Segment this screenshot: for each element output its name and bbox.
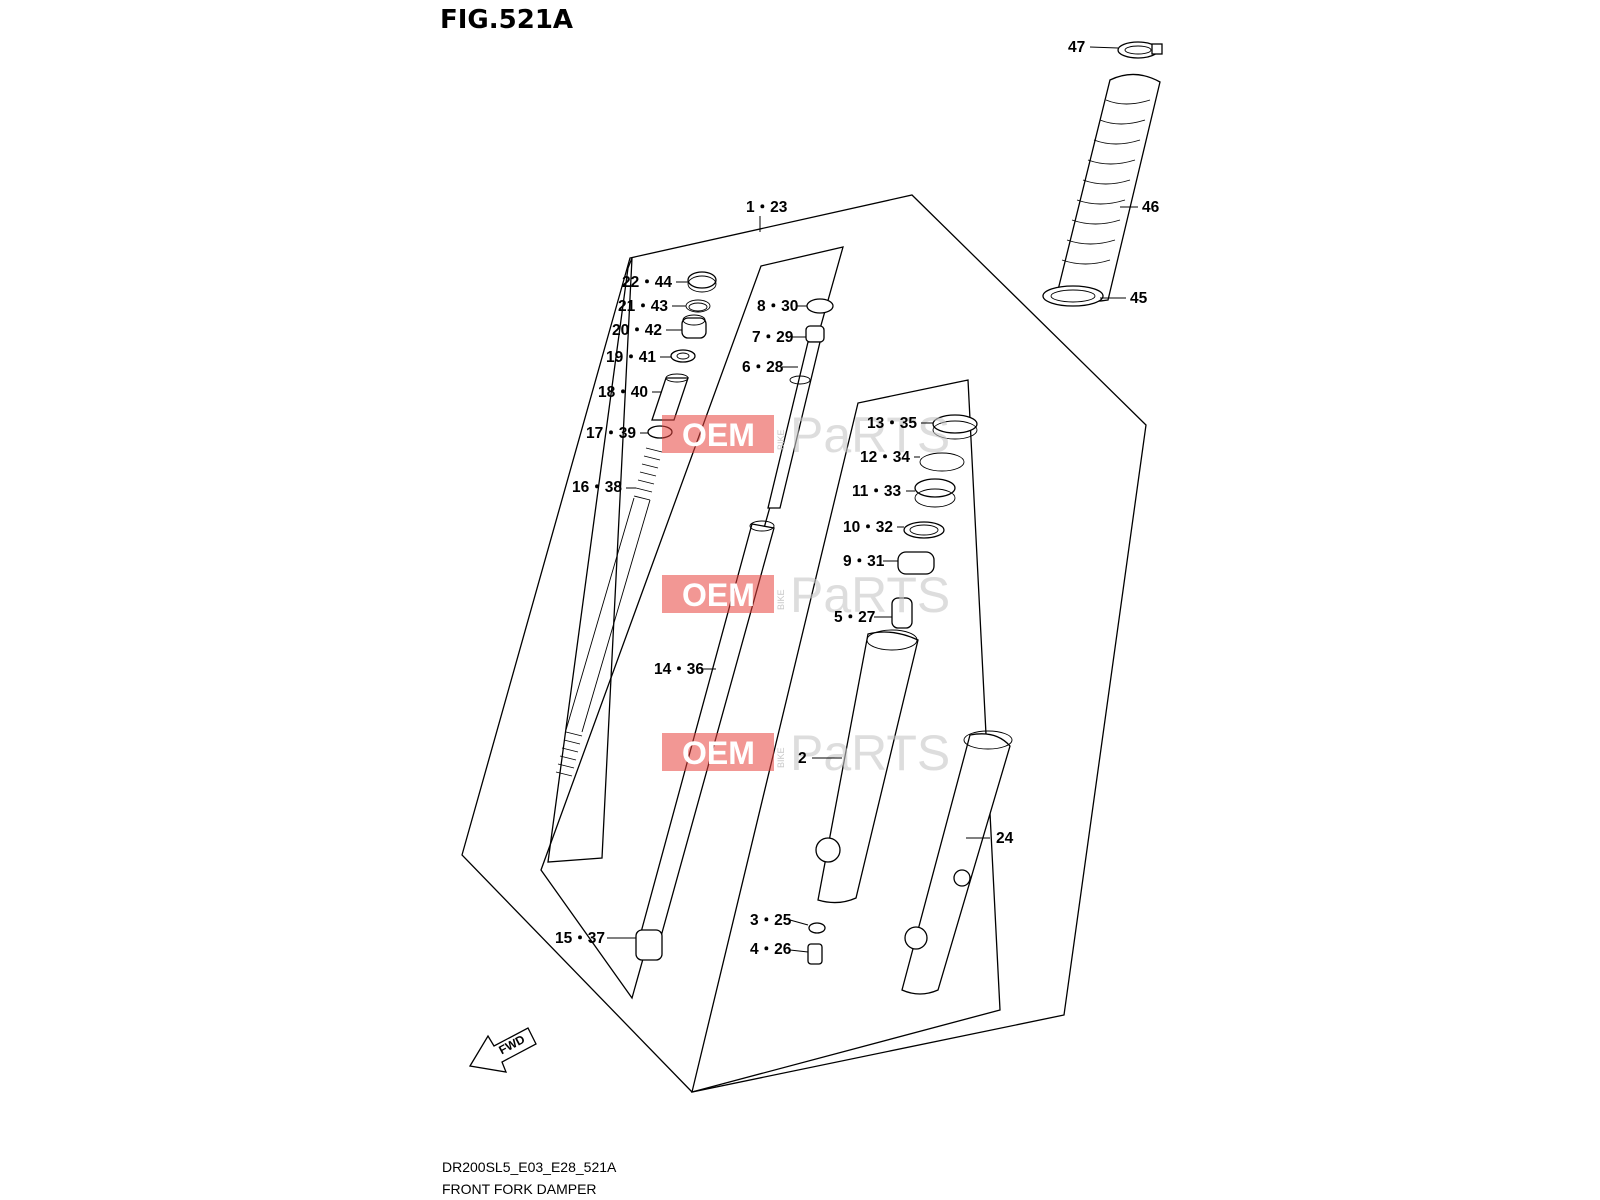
callout-12-34: 12・34 [860,449,910,466]
svg-text:OEM: OEM [682,417,755,453]
boot-band-part [1042,285,1104,307]
cap-bolt-part [687,271,717,293]
guide-bushing-part [897,551,935,575]
callout-20-42: 20・42 [612,322,662,339]
callout-13-35: 13・35 [867,415,917,432]
oil-seal-part [914,478,956,508]
svg-text:PaRTS: PaRTS [790,567,950,623]
oil-lock-part [891,597,913,629]
callout-14-36: 14・36 [654,661,704,678]
callout-3-25: 3・25 [750,912,792,929]
model-code: DR200SL5_E03_E28_521A [442,1159,617,1175]
slide-bushing-part [635,929,663,961]
oil-lock-piece-part [806,298,834,314]
gasket-part [808,922,826,934]
callouts: 47 46 45 1・23 22・44 21・43 20・42 19・41 18… [555,39,1160,958]
figure-caption: FRONT FORK DAMPER [442,1181,597,1197]
svg-text:OEM: OEM [682,577,755,613]
dust-boot-part [1057,73,1161,302]
callout-1-23: 1・23 [746,199,788,216]
callout-46: 46 [1142,199,1160,216]
svg-text:BIKE: BIKE [776,429,786,450]
callout-7-29: 7・29 [752,329,794,346]
svg-text:PaRTS: PaRTS [790,725,950,781]
adjuster-part [681,314,707,339]
callout-8-30: 8・30 [757,298,798,315]
callout-15-37: 15・37 [555,930,605,947]
outer-tube-rh-part [901,730,1013,995]
callout-19-41: 19・41 [606,349,656,366]
callout-4-26: 4・26 [750,941,792,958]
callout-5-27: 5・27 [834,609,875,626]
spring-panel [547,257,633,863]
watermark-upper: OEM BIKE PaRTS [662,407,950,463]
svg-text:OEM: OEM [682,735,755,771]
callout-10-32: 10・32 [843,519,893,536]
clamp-part [1117,41,1163,59]
washer-part [670,349,696,363]
watermark-lower: OEM BIKE PaRTS [662,725,950,781]
callout-17-39: 17・39 [586,425,636,442]
callout-24: 24 [996,830,1014,847]
svg-text:PaRTS: PaRTS [790,407,950,463]
stopper-ring-part [919,452,965,472]
piston-ring-part [805,325,825,343]
callout-16-38: 16・38 [572,479,622,496]
outer-tube-part [815,629,919,904]
forward-arrow: FWD [468,1027,537,1073]
assembly-frame [461,194,1147,1093]
callout-47: 47 [1068,39,1085,56]
callout-18-40: 18・40 [598,384,648,401]
callout-2: 2 [798,750,807,767]
spacer-pipe-part [651,373,689,421]
fork-spring-part [555,447,663,777]
callout-11-33: 11・33 [852,483,902,500]
callout-22-44: 22・44 [622,274,672,291]
callout-6-28: 6・28 [742,359,784,376]
cartridge-panel [540,246,844,1000]
damper-rod-part [767,341,821,509]
callout-45: 45 [1130,290,1148,307]
callout-9-31: 9・31 [843,553,885,570]
svg-text:BIKE: BIKE [776,747,786,768]
svg-text:BIKE: BIKE [776,589,786,610]
seal-retainer-part [903,521,945,539]
bottom-case-panel [691,379,1001,1093]
callout-21-43: 21・43 [618,298,668,315]
watermark-middle: OEM BIKE PaRTS [662,567,950,623]
circlip-part [685,299,711,313]
dust-seal-part [932,414,978,440]
figure-title: FIG.521A [440,5,573,35]
damper-bolt-part [807,943,823,965]
